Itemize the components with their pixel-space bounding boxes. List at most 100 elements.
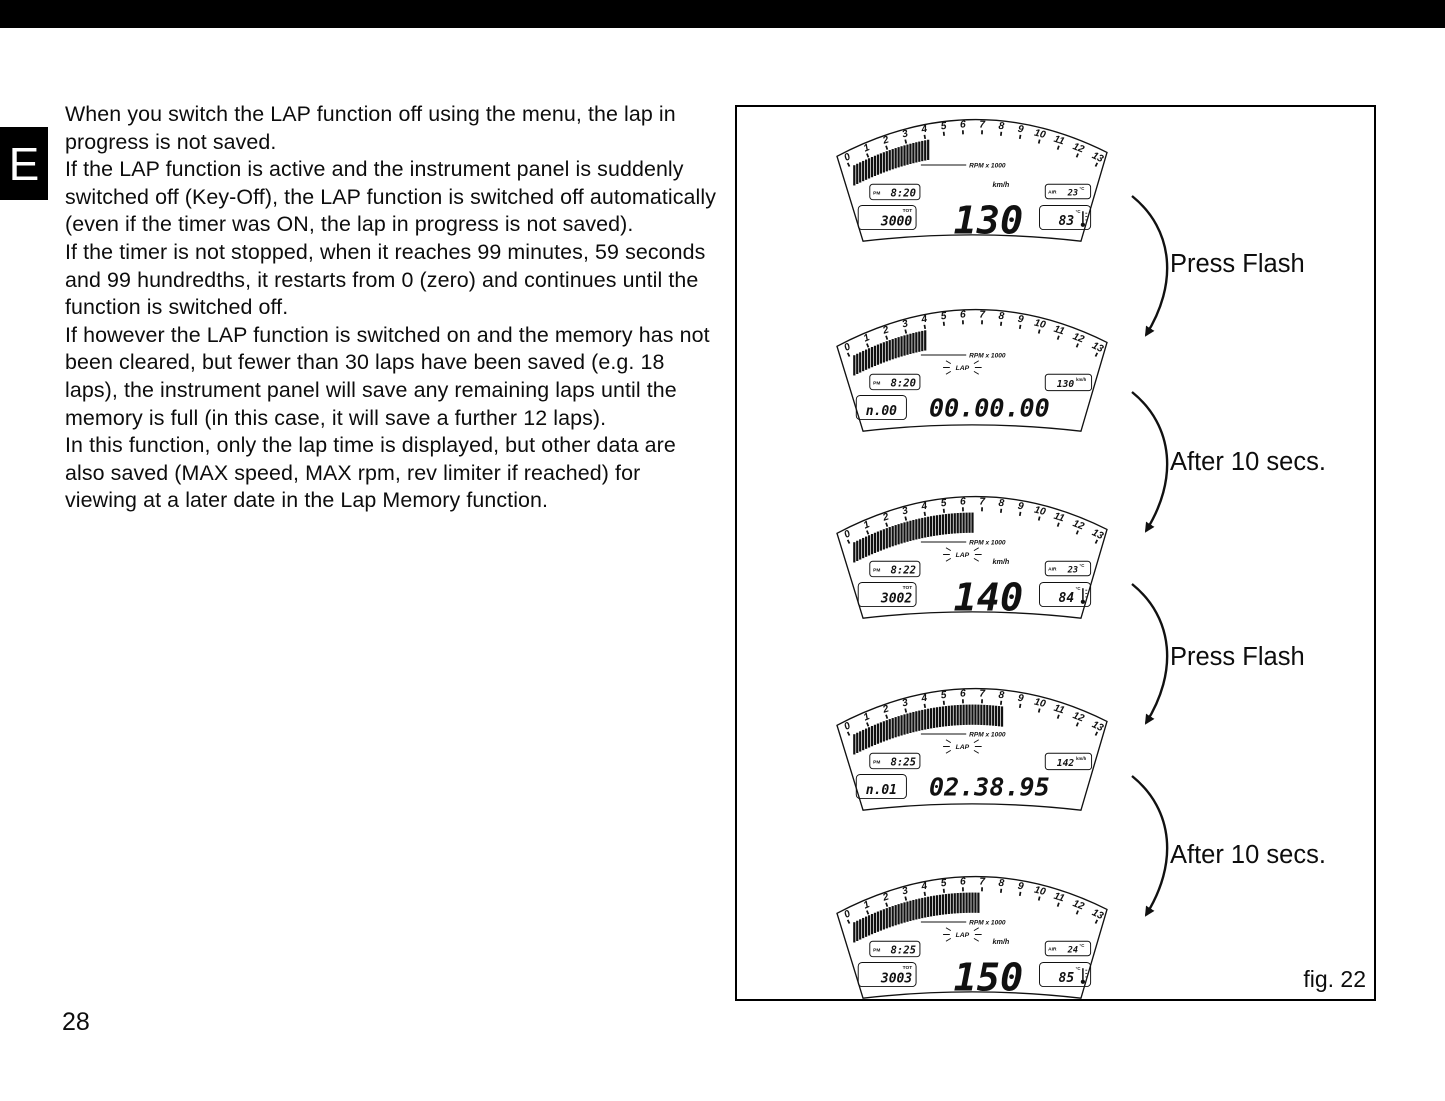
svg-text:2: 2 [881, 324, 891, 337]
curved-arrow-icon [1131, 775, 1169, 917]
svg-text:130: 130 [954, 198, 1024, 243]
svg-text:4: 4 [920, 693, 929, 705]
svg-text:12: 12 [1071, 710, 1086, 725]
svg-text:23: 23 [1067, 188, 1078, 198]
svg-text:°C: °C [1080, 186, 1085, 191]
step-label-1: Press Flash [1170, 250, 1305, 278]
svg-text:13: 13 [1090, 719, 1105, 734]
svg-text:3003: 3003 [880, 972, 912, 987]
svg-text:8: 8 [998, 311, 1005, 323]
step-label-4: After 10 secs. [1170, 841, 1326, 869]
rpm-scale-label: RPM x 1000 [969, 731, 1006, 738]
svg-text:LAP: LAP [956, 744, 970, 751]
lcd-lap-count: n.01 [855, 773, 907, 800]
svg-text:8:22: 8:22 [891, 564, 917, 576]
svg-text:1: 1 [862, 332, 872, 344]
svg-text:85: 85 [1059, 971, 1075, 986]
svg-text:9: 9 [1017, 693, 1025, 705]
lcd-lap-time: 02.38.95 [929, 773, 1050, 802]
lcd-water-temp: 84°C [1039, 581, 1092, 608]
svg-text:8:25: 8:25 [891, 756, 917, 768]
paragraph: When you switch the LAP function off usi… [65, 102, 676, 154]
svg-text:TOT: TOT [903, 208, 913, 214]
svg-text:AIR: AIR [1048, 189, 1057, 195]
lcd-water-temp: 83°C [1039, 204, 1092, 231]
svg-text:5: 5 [940, 690, 947, 702]
svg-text:LAP: LAP [956, 365, 970, 372]
lcd-lap-count: n.00 [855, 394, 907, 421]
svg-text:83: 83 [1059, 214, 1075, 229]
rpm-bars [853, 704, 1004, 755]
svg-text:1: 1 [862, 519, 872, 531]
svg-text:6: 6 [960, 119, 966, 130]
svg-text:13: 13 [1090, 907, 1105, 922]
svg-text:6: 6 [960, 876, 966, 887]
svg-text:7: 7 [979, 119, 986, 130]
svg-text:LAP: LAP [956, 552, 970, 559]
svg-text:8: 8 [998, 690, 1005, 702]
svg-text:24: 24 [1067, 945, 1078, 955]
svg-text:02.38.95: 02.38.95 [929, 773, 1050, 802]
svg-text:PM: PM [873, 567, 880, 573]
svg-text:n.00: n.00 [866, 404, 897, 419]
svg-text:13: 13 [1090, 150, 1105, 165]
thermometer-icon [1080, 588, 1088, 604]
svg-text:9: 9 [1017, 881, 1025, 893]
flow-arrow-1 [1122, 192, 1192, 342]
svg-text:2: 2 [881, 511, 891, 524]
svg-text:0: 0 [843, 908, 853, 921]
svg-text:5: 5 [940, 311, 947, 323]
svg-text:6: 6 [960, 688, 966, 699]
svg-text:5: 5 [940, 498, 947, 510]
svg-text:3: 3 [901, 128, 909, 140]
lap-indicator-icon: LAP [943, 547, 982, 562]
rpm-bars [853, 512, 974, 563]
svg-text:°C: °C [1076, 209, 1081, 214]
curved-arrow-icon [1131, 583, 1169, 725]
svg-text:km/h: km/h [1076, 377, 1086, 382]
svg-text:8:20: 8:20 [891, 377, 917, 389]
svg-text:7: 7 [979, 309, 986, 320]
svg-text:2: 2 [881, 891, 891, 904]
svg-text:4: 4 [920, 501, 929, 513]
rpm-scale-label: RPM x 1000 [969, 919, 1006, 926]
svg-text:9: 9 [1017, 124, 1025, 136]
svg-text:11: 11 [1052, 134, 1066, 148]
curved-arrow-icon [1131, 195, 1169, 337]
page-number: 28 [62, 1008, 90, 1036]
svg-text:10: 10 [1033, 697, 1047, 710]
svg-text:13: 13 [1090, 527, 1105, 542]
svg-text:°C: °C [1076, 966, 1081, 971]
svg-text:LAP: LAP [956, 932, 970, 939]
svg-text:7: 7 [979, 688, 986, 699]
lcd-water-temp: 85°C [1039, 961, 1092, 988]
svg-text:8: 8 [998, 498, 1005, 510]
lap-indicator-icon: LAP [943, 360, 982, 375]
rpm-scale-label: RPM x 1000 [969, 162, 1006, 169]
lap-indicator-icon: LAP [943, 739, 982, 754]
flow-arrow-2 [1122, 388, 1192, 538]
svg-text:84: 84 [1059, 591, 1075, 606]
lcd-air-temp: AIR 23°C [1044, 183, 1092, 200]
rpm-bars [853, 139, 930, 186]
svg-text:8:20: 8:20 [891, 187, 917, 199]
svg-text:3002: 3002 [880, 592, 912, 607]
svg-text:1: 1 [862, 899, 872, 911]
svg-text:5: 5 [940, 121, 947, 133]
svg-text:n.01: n.01 [866, 783, 897, 798]
